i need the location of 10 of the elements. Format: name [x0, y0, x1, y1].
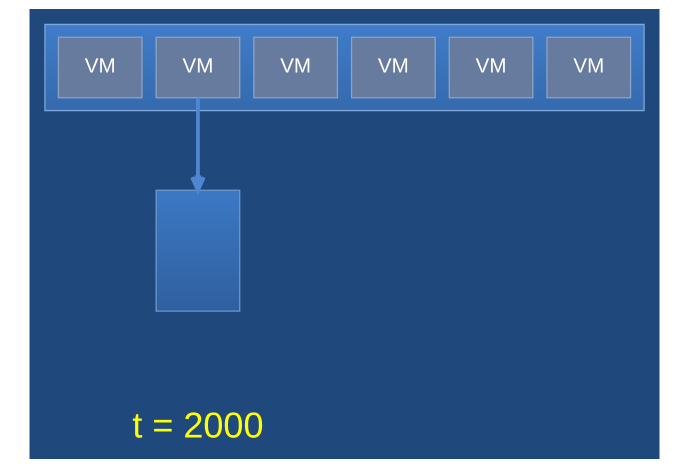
node-box: VM	[155, 36, 240, 98]
arrow	[190, 97, 206, 192]
node-box: VM	[350, 36, 436, 98]
node-box: VM	[252, 36, 338, 98]
label: t = 2000	[132, 404, 263, 446]
cluster	[44, 23, 644, 111]
node-box: VM	[57, 36, 142, 98]
node-box: VM	[546, 36, 631, 98]
node-box: VM	[448, 36, 533, 98]
node-box	[155, 189, 240, 312]
